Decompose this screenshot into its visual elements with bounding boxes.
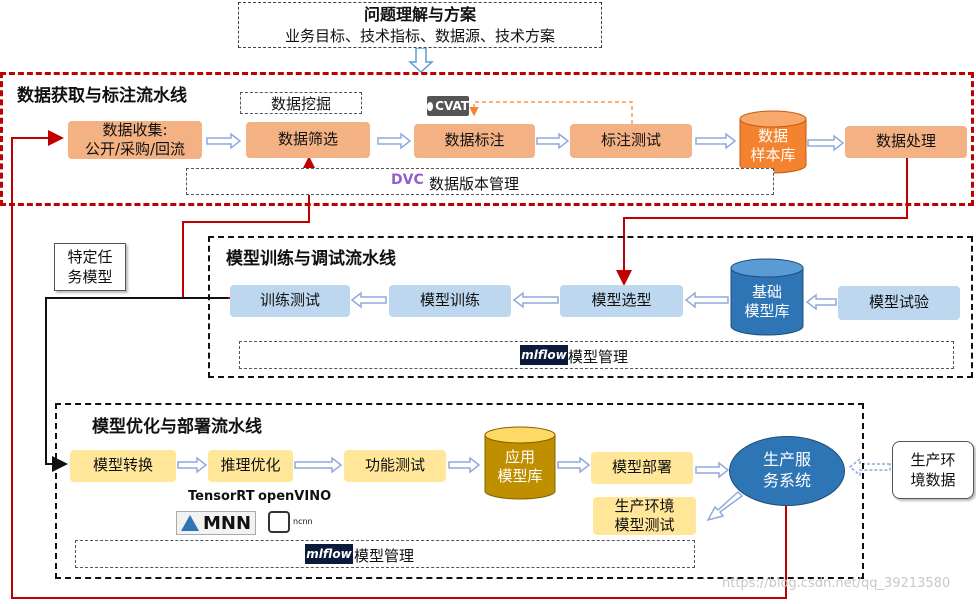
sample-db-node[interactable]: 数据 样本库 [739, 110, 807, 174]
prod-data-arrow [848, 457, 891, 477]
flow-arrows-section2 [350, 291, 837, 311]
data-process-node[interactable]: 数据处理 [845, 126, 967, 158]
model-train-node[interactable]: 模型训练 [389, 285, 511, 317]
openvino-logo: openVINO [258, 489, 332, 504]
cvat-logo: CVAT [427, 96, 469, 116]
data-version-box: DVC 数据版本管理 [186, 168, 774, 195]
prod-data-note: 生产环 境数据 [892, 441, 974, 499]
data-filter-node[interactable]: 数据筛选 [246, 122, 370, 158]
watermark: https://blog.csdn.net/qq_39213580 [722, 576, 951, 591]
flow-arrows-section1 [206, 132, 845, 152]
mlflow-logo-3: mlflow [305, 544, 353, 564]
feedback-loop-line [11, 130, 787, 599]
task-model-note: 特定任 务模型 [54, 243, 126, 291]
ncnn-cat-icon [268, 511, 290, 533]
production-service-node[interactable]: 生产服 务系统 [729, 436, 845, 506]
section-training-pipeline [208, 236, 973, 378]
model-convert-node[interactable]: 模型转换 [70, 450, 176, 482]
base-model-db-cylinder [730, 258, 804, 336]
data-collect-node[interactable]: 数据收集: 公开/采购/回流 [68, 121, 202, 159]
mnn-icon [181, 515, 199, 531]
model-deploy-node[interactable]: 模型部署 [591, 452, 693, 484]
model-manage-label-2: 模型管理 [568, 348, 629, 366]
dvc-logo: DVC [391, 172, 424, 188]
label-test-node[interactable]: 标注测试 [570, 124, 692, 158]
down-hollow-arrow [408, 47, 434, 74]
data-mining-label: 数据挖掘 [240, 92, 362, 114]
app-model-db-cylinder [484, 426, 556, 500]
problem-subtitle: 业务目标、技术指标、数据源、技术方案 [284, 26, 555, 45]
mnn-logo: MNN [176, 511, 256, 535]
mlflow-logo: mlflow [520, 345, 568, 365]
model-experiment-node[interactable]: 模型试验 [838, 286, 960, 320]
tensorrt-logo: TensorRT [188, 489, 255, 504]
prod-env-test-node[interactable]: 生产环境 模型测试 [593, 497, 696, 535]
ncnn-logo: ncnn [293, 517, 313, 526]
infer-optimize-node[interactable]: 推理优化 [208, 450, 293, 482]
process-to-select-line [616, 158, 908, 286]
problem-understanding-box: 问题理解与方案 业务目标、技术指标、数据源、技术方案 [238, 2, 602, 48]
flow-arrows-section3 [177, 456, 744, 522]
model-manage-label-3: 模型管理 [354, 547, 415, 565]
section-deploy-pipeline [55, 403, 864, 579]
model-manage-box-3: mlflow 模型管理 [75, 540, 695, 568]
model-select-node[interactable]: 模型选型 [560, 285, 683, 317]
data-label-node[interactable]: 数据标注 [414, 124, 535, 158]
label-test-feedback [469, 101, 633, 124]
train-test-node[interactable]: 训练测试 [230, 285, 350, 317]
function-test-node[interactable]: 功能测试 [344, 450, 446, 482]
data-version-label: 数据版本管理 [429, 175, 520, 193]
problem-title: 问题理解与方案 [363, 5, 476, 25]
cvat-icon [427, 101, 434, 111]
section1-title: 数据获取与标注流水线 [17, 86, 187, 106]
section-data-pipeline [0, 72, 974, 206]
model-manage-box-2: mlflow 模型管理 [239, 341, 954, 369]
app-model-db-node[interactable]: 应用 模型库 [484, 426, 556, 500]
section3-title: 模型优化与部署流水线 [92, 417, 262, 437]
base-model-db-node[interactable]: 基础 模型库 [730, 258, 804, 336]
sample-db-cylinder [739, 110, 807, 174]
section2-title: 模型训练与调试流水线 [226, 249, 396, 269]
